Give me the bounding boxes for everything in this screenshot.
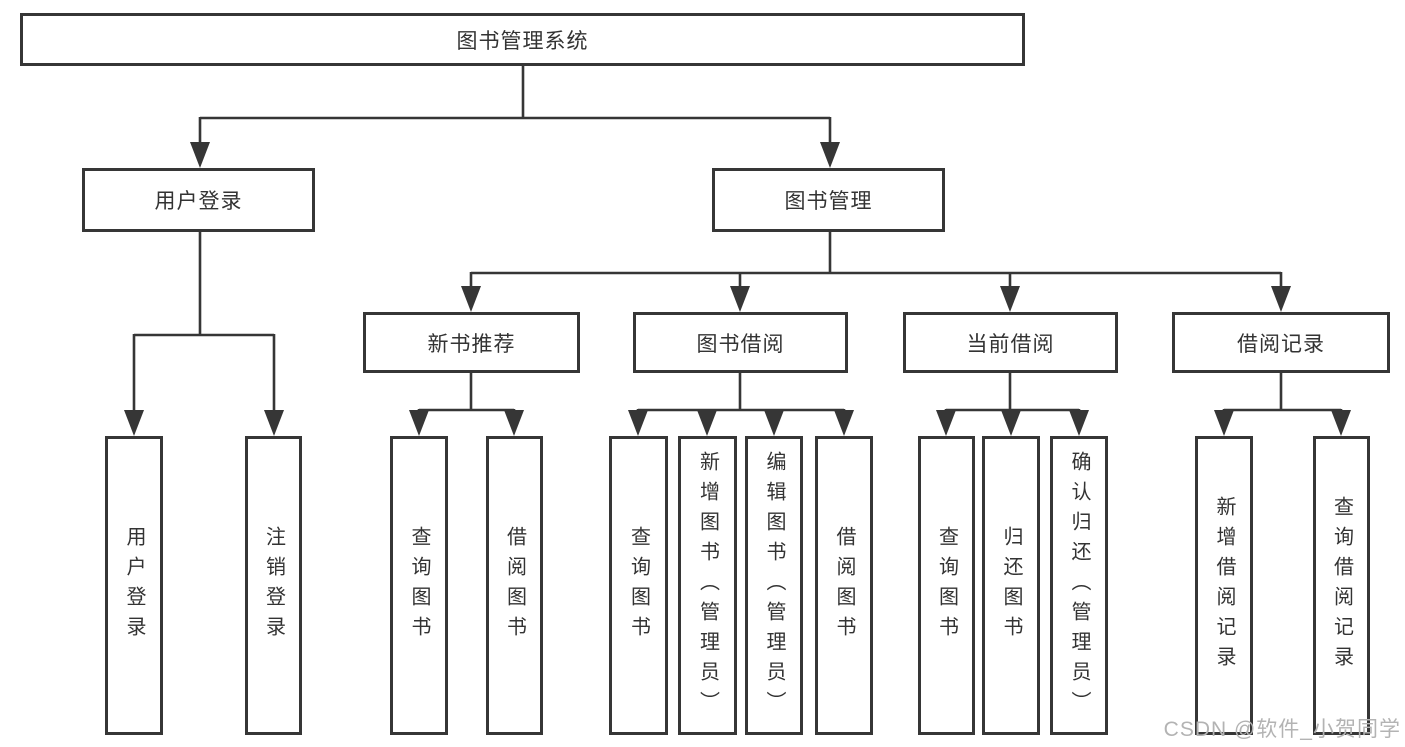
node-book-management-label: 图书管理 <box>784 190 873 213</box>
leaf-user-login: 用户登录 <box>105 436 163 735</box>
leaf-current-query-books: 查询图书 <box>918 436 975 735</box>
leaf-borrow-query-books: 查询图书 <box>609 436 668 735</box>
leaf-query-borrow-record: 查询借阅记录 <box>1313 436 1370 735</box>
node-borrow-records: 借阅记录 <box>1172 312 1390 373</box>
node-borrow-records-label: 借阅记录 <box>1237 332 1325 356</box>
leaf-add-books-admin-label: 新增图书（管理员） <box>696 450 719 721</box>
leaf-edit-books-admin: 编辑图书（管理员） <box>745 436 803 735</box>
node-user-login-label: 用户登录 <box>154 190 243 213</box>
node-new-book-recommend-label: 新书推荐 <box>427 332 516 356</box>
leaf-current-query-books-label: 查询图书 <box>935 525 958 646</box>
leaf-query-borrow-record-label: 查询借阅记录 <box>1330 495 1353 676</box>
leaf-confirm-return-admin-label: 确认归还（管理员） <box>1068 450 1090 721</box>
node-user-login: 用户登录 <box>82 168 315 232</box>
leaf-add-books-admin: 新增图书（管理员） <box>678 436 737 735</box>
leaf-recommend-query-books: 查询图书 <box>390 436 448 735</box>
leaf-borrow-books-label: 借阅图书 <box>833 525 855 646</box>
leaf-logout: 注销登录 <box>245 436 302 735</box>
leaf-add-borrow-record-label: 新增借阅记录 <box>1213 495 1235 676</box>
leaf-edit-books-admin-label: 编辑图书（管理员） <box>763 450 785 721</box>
node-root-label: 图书管理系统 <box>456 29 589 53</box>
leaf-add-borrow-record: 新增借阅记录 <box>1195 436 1253 735</box>
node-book-borrow-label: 图书借阅 <box>696 332 785 356</box>
node-current-borrow: 当前借阅 <box>903 312 1118 373</box>
leaf-borrow-query-books-label: 查询图书 <box>627 525 650 646</box>
node-new-book-recommend: 新书推荐 <box>363 312 580 373</box>
watermark: CSDN @软件_小贺同学 <box>1163 718 1401 741</box>
leaf-return-books: 归还图书 <box>982 436 1040 735</box>
node-current-borrow-label: 当前借阅 <box>966 332 1055 356</box>
node-book-management: 图书管理 <box>712 168 945 232</box>
leaf-return-books-label: 归还图书 <box>1000 525 1022 646</box>
node-book-borrow: 图书借阅 <box>633 312 848 373</box>
leaf-logout-label: 注销登录 <box>262 525 285 646</box>
leaf-recommend-borrow-books-label: 借阅图书 <box>503 525 526 646</box>
leaf-user-login-label: 用户登录 <box>123 525 145 646</box>
leaf-recommend-borrow-books: 借阅图书 <box>486 436 543 735</box>
leaf-confirm-return-admin: 确认归还（管理员） <box>1050 436 1108 735</box>
node-root: 图书管理系统 <box>20 13 1025 66</box>
leaf-recommend-query-books-label: 查询图书 <box>408 525 430 646</box>
leaf-borrow-books: 借阅图书 <box>815 436 873 735</box>
